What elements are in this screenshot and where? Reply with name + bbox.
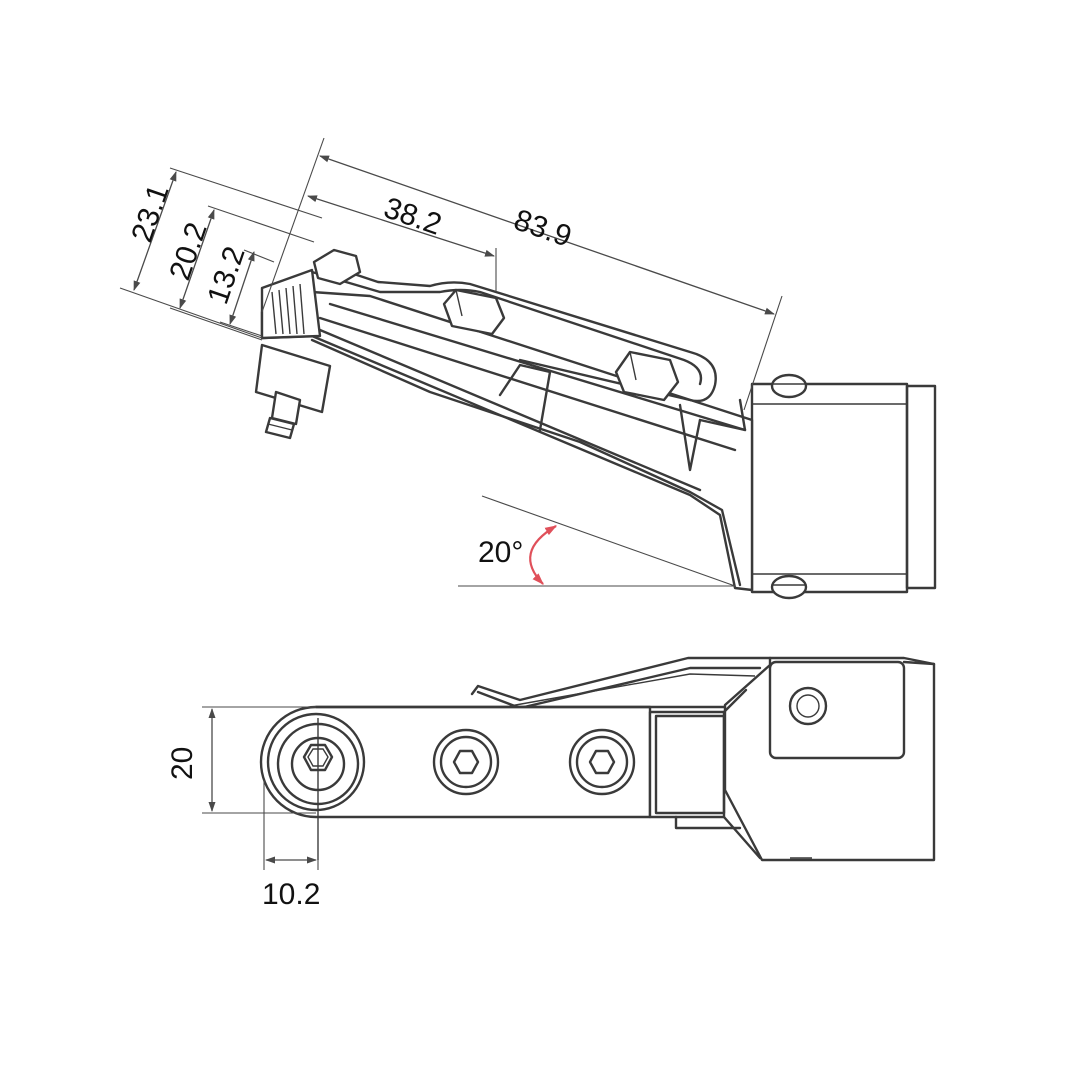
top-screw-icon: [770, 373, 808, 399]
height-inner-label: 13.2: [201, 242, 251, 308]
dimension-side-height: 20: [166, 706, 316, 814]
knurled-end-icon: [271, 283, 305, 335]
dimension-pivot-offset: 10.2: [262, 780, 320, 911]
side-housing: [723, 656, 936, 862]
dimension-mid-length: 38.2: [307, 191, 497, 292]
bottom-screw-icon: [770, 574, 808, 600]
housing-block: [750, 373, 937, 600]
mid-length-label: 38.2: [380, 191, 446, 241]
side-height-label: 20: [166, 747, 199, 780]
height-mid-label: 20.2: [163, 218, 213, 284]
total-length-label: 83.9: [510, 203, 576, 253]
spring-clip: [470, 656, 772, 710]
housing-screw-icon: [788, 686, 828, 726]
pivot-offset-label: 10.2: [262, 878, 320, 911]
hex-socket-screw-icon: [432, 728, 636, 796]
angle-label: 20°: [478, 536, 523, 569]
pivot-bolt-icon: [266, 712, 366, 860]
height-outer-label: 23.1: [125, 180, 175, 246]
top-view: 83.9 38.2 23.1 20.2 13.2: [119, 137, 937, 600]
angle-indicator: 20°: [458, 495, 736, 587]
side-view: 20 10.2: [166, 656, 936, 911]
